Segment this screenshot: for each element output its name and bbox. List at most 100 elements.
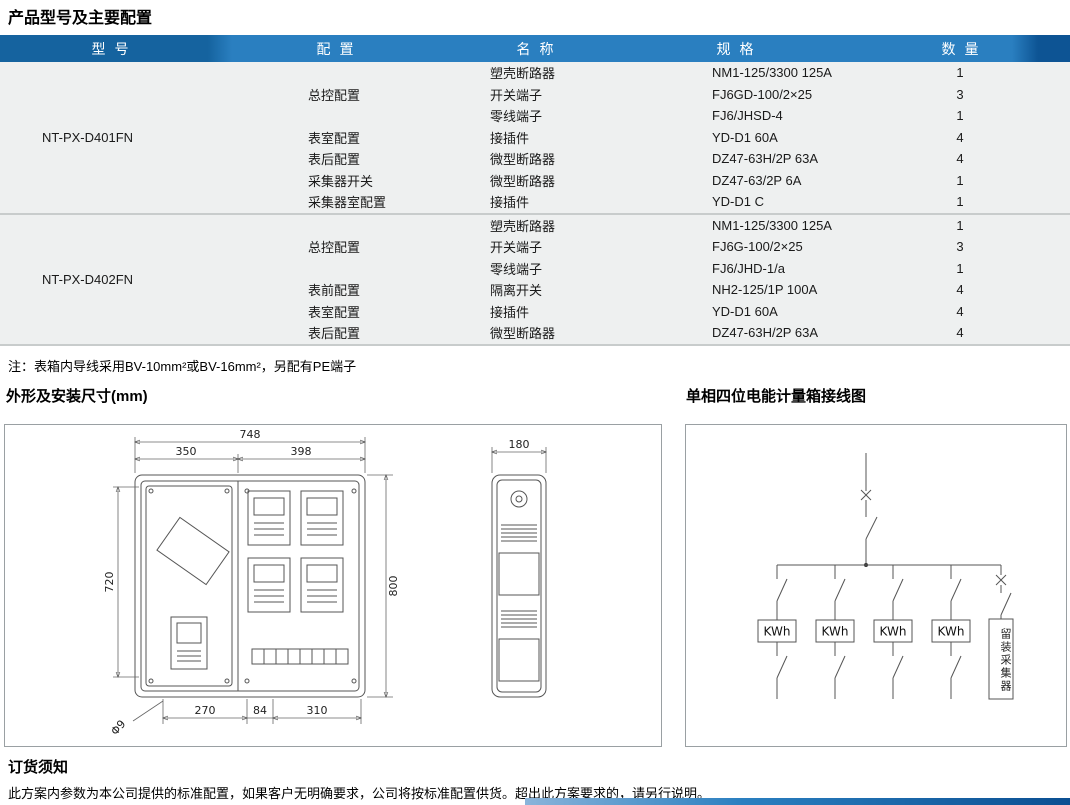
- wiring-panel: KWh KWh KWh: [685, 424, 1067, 747]
- table-row: 表前配置 隔离开关 NH2-125/1P 100A 4: [0, 279, 1070, 301]
- qty-cell: 4: [850, 322, 1070, 345]
- ordering-notes-title: 订货须知: [8, 759, 69, 776]
- spec-cell: FJ6/JHSD-4: [620, 105, 850, 127]
- spec-cell: FJ6G-100/2×25: [620, 236, 850, 258]
- qty-cell: 4: [850, 148, 1070, 170]
- table-row: 采集器开关 微型断路器 DZ47-63/2P 6A 1: [0, 169, 1070, 191]
- dim-side-depth: 180: [509, 438, 530, 451]
- table-row: 零线端子 FJ6/JHSD-4 1: [0, 105, 1070, 127]
- spec-cell: YD-D1 C: [620, 191, 850, 214]
- main-switch-symbol: [860, 453, 878, 567]
- config-cell: 采集器开关: [220, 169, 450, 191]
- dim-total-width: 748: [240, 428, 261, 441]
- qty-cell: 1: [850, 257, 1070, 279]
- table-row: 表室配置 接插件 YD-D1 60A 4: [0, 126, 1070, 148]
- spec-cell: FJ6/JHD-1/a: [620, 257, 850, 279]
- qty-cell: 4: [850, 279, 1070, 301]
- ordering-notes-text: 此方案内参数为本公司提供的标准配置，如果客户无明确要求，公司将按标准配置供货。超…: [8, 786, 711, 801]
- column-header-qty: 数量: [941, 40, 988, 57]
- table-row: 表后配置 微型断路器 DZ47-63H/2P 63A 4: [0, 148, 1070, 170]
- meter-branch: KWh: [931, 565, 971, 699]
- config-cell: 表室配置: [220, 300, 450, 322]
- table-row: 表后配置 微型断路器 DZ47-63H/2P 63A 4: [0, 322, 1070, 345]
- dim-right-width: 398: [291, 445, 312, 458]
- spec-cell: NM1-125/3300 125A: [620, 62, 850, 84]
- dimension-drawing: 748 350 398 720 800 27: [103, 428, 659, 738]
- meter-label: KWh: [938, 625, 965, 639]
- qty-cell: 1: [850, 169, 1070, 191]
- table-row: 零线端子 FJ6/JHD-1/a 1: [0, 257, 1070, 279]
- meter-window: [300, 490, 344, 546]
- name-cell: 微型断路器: [450, 148, 620, 170]
- model-group-d401fn: NT-PX-D401FN 总控配置 塑壳断路器 NM1-125/3300 125…: [0, 62, 1070, 214]
- front-view: [134, 474, 366, 698]
- table-note: 注：表箱内导线采用BV-10mm²或BV-16mm²，另配有PE端子: [8, 359, 357, 374]
- dim-hole-diameter: Φ9: [108, 717, 128, 737]
- column-header-name: 名称: [516, 40, 563, 57]
- config-cell: 总控配置: [220, 213, 450, 279]
- bottom-accent-bar: [525, 798, 1070, 805]
- page-title: 产品型号及主要配置: [8, 10, 153, 27]
- dim-bottom-right: 310: [307, 704, 328, 717]
- spec-cell: DZ47-63H/2P 63A: [620, 322, 850, 345]
- name-cell: 微型断路器: [450, 169, 620, 191]
- model-cell: NT-PX-D401FN: [0, 62, 220, 214]
- dimensions-panel: 748 350 398 720 800 27: [4, 424, 662, 747]
- name-cell: 微型断路器: [450, 322, 620, 345]
- meter-window: [247, 490, 291, 546]
- name-cell: 接插件: [450, 300, 620, 322]
- dimensions-section-title: 外形及安装尺寸(mm): [6, 388, 148, 405]
- wiring-diagram: KWh KWh KWh: [757, 453, 1014, 700]
- config-cell: 采集器室配置: [220, 191, 450, 214]
- config-cell: 总控配置: [220, 62, 450, 127]
- side-view: [491, 474, 547, 698]
- name-cell: 隔离开关: [450, 279, 620, 301]
- qty-cell: 4: [850, 126, 1070, 148]
- dim-bottom-left: 270: [195, 704, 216, 717]
- name-cell: 开关端子: [450, 236, 620, 258]
- table-row: 开关端子 FJ6GD-100/2×25 3: [0, 83, 1070, 105]
- name-cell: 接插件: [450, 191, 620, 214]
- meter-label: KWh: [880, 625, 907, 639]
- spec-cell: NM1-125/3300 125A: [620, 213, 850, 236]
- spec-cell: FJ6GD-100/2×25: [620, 83, 850, 105]
- spec-cell: YD-D1 60A: [620, 300, 850, 322]
- qty-cell: 3: [850, 236, 1070, 258]
- meter-branch: KWh: [815, 565, 855, 699]
- config-cell: 表前配置: [220, 279, 450, 301]
- qty-cell: 1: [850, 213, 1070, 236]
- dim-bottom-mid: 84: [253, 704, 267, 717]
- dim-total-height: 800: [387, 576, 400, 597]
- name-cell: 塑壳断路器: [450, 62, 620, 84]
- name-cell: 塑壳断路器: [450, 213, 620, 236]
- qty-cell: 1: [850, 62, 1070, 84]
- meter-label: KWh: [764, 625, 791, 639]
- collector-box-label: 留装采集器: [999, 627, 1011, 693]
- qty-cell: 3: [850, 83, 1070, 105]
- qty-cell: 4: [850, 300, 1070, 322]
- front-view-dimensions: 748 350 398 720 800 27: [103, 428, 400, 738]
- table-row: 开关端子 FJ6G-100/2×25 3: [0, 236, 1070, 258]
- dim-inner-height: 720: [103, 572, 116, 593]
- meter-branch: KWh: [757, 565, 797, 699]
- meter-branch: KWh: [873, 565, 913, 699]
- table-row: NT-PX-D402FN 总控配置 塑壳断路器 NM1-125/3300 125…: [0, 213, 1070, 345]
- side-view-dimensions: 180: [492, 438, 546, 473]
- table-row: 表室配置 接插件 YD-D1 60A 4: [0, 300, 1070, 322]
- table-row: 采集器室配置 接插件 YD-D1 C 1: [0, 191, 1070, 214]
- collector-box: [988, 618, 1014, 700]
- meter-label: KWh: [822, 625, 849, 639]
- table-header-row: 型号 配置 名称 规格 数量: [0, 35, 1070, 62]
- config-cell: 表后配置: [220, 322, 450, 345]
- column-header-config: 配置: [316, 40, 363, 57]
- name-cell: 开关端子: [450, 83, 620, 105]
- spec-cell: DZ47-63/2P 6A: [620, 169, 850, 191]
- dim-left-width: 350: [176, 445, 197, 458]
- model-cell: NT-PX-D402FN: [0, 213, 220, 345]
- model-group-d402fn: NT-PX-D402FN 总控配置 塑壳断路器 NM1-125/3300 125…: [0, 213, 1070, 345]
- column-header-model: 型号: [91, 40, 138, 57]
- column-header-spec: 规格: [716, 40, 763, 57]
- wiring-section-title: 单相四位电能计量箱接线图: [686, 388, 867, 405]
- product-config-table: 型号 配置 名称 规格 数量 NT-PX-D401FN 总控配置 塑壳断路器 N…: [0, 35, 1070, 346]
